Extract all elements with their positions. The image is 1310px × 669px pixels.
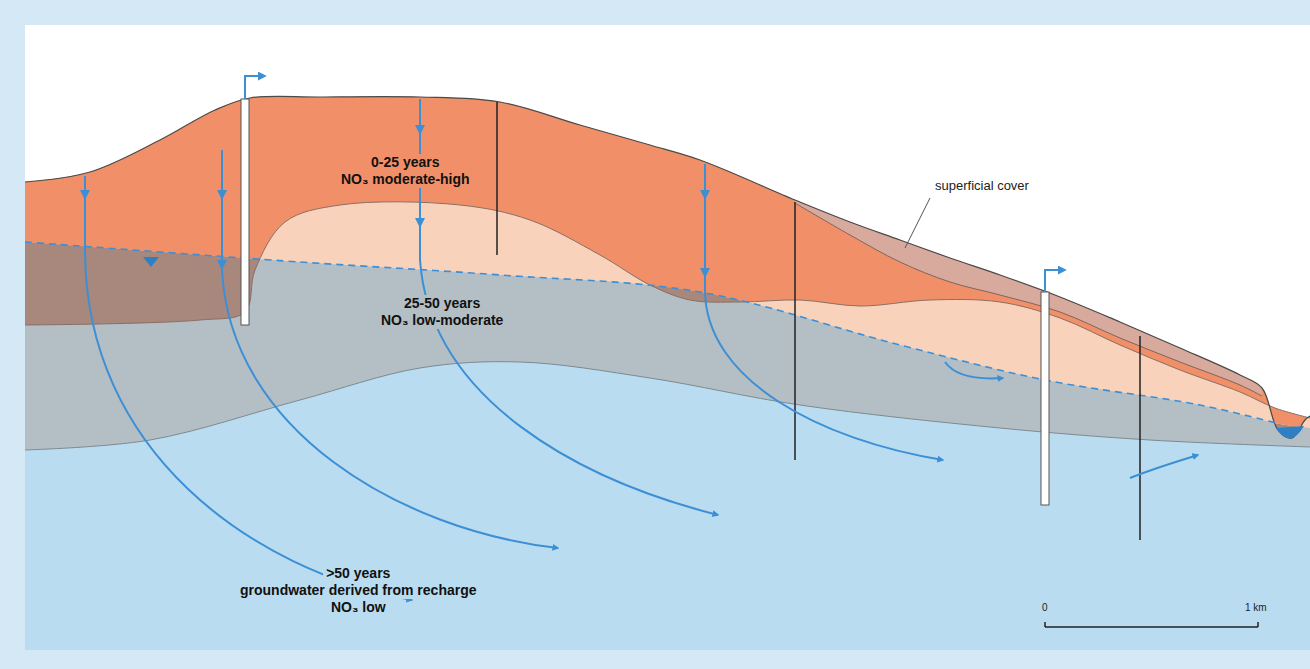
zone-text: 0-25 years [368, 154, 443, 171]
mid-age-unsaturated-zone [25, 96, 1310, 450]
scale-label: 0 [1042, 602, 1048, 613]
young-unsaturated-zone [25, 96, 1310, 438]
scale-bar [1045, 622, 1258, 627]
well-casing [1041, 292, 1049, 505]
flow-arrow [945, 362, 1003, 378]
well-discharge-arrow [1045, 270, 1065, 292]
superficial-cover [795, 200, 1262, 396]
flow-arrow [1130, 455, 1198, 478]
water-table [25, 242, 1280, 424]
sky-panel [25, 25, 1310, 650]
borehole [1139, 336, 1141, 540]
leader-line [905, 198, 930, 248]
zone-label-box: 0-25 yearsNO₃ moderate-high [338, 154, 473, 188]
well-discharge-arrow [245, 76, 265, 99]
cover-boundary [795, 203, 1262, 396]
borehole [794, 202, 796, 460]
zone-label-box: 25-50 yearsNO₃ low-moderate [378, 295, 506, 329]
flow-arrowheads [80, 125, 710, 278]
flow-arrow [222, 150, 558, 548]
zone-label-box: >50 yearsgroundwater derived from rechar… [237, 565, 480, 616]
zone-text: 25-50 years [401, 295, 483, 312]
well-casing [241, 99, 249, 325]
zone-text: NO₃ low-moderate [378, 312, 506, 329]
superficial-cover-saturated [795, 200, 1262, 396]
zone-text: >50 years [323, 565, 393, 582]
zone-text: NO₃ low [328, 599, 389, 616]
zone-label: superficial cover [935, 178, 1029, 193]
ground-surface [25, 96, 1310, 438]
water-table-symbol [143, 257, 159, 267]
zone-text: groundwater derived from recharge [237, 582, 480, 599]
young-saturated-zone [25, 96, 1310, 438]
scale-label: 1 km [1245, 602, 1267, 613]
zone-text: NO₃ moderate-high [338, 171, 473, 188]
river [1276, 426, 1304, 439]
zone-boundary [25, 362, 1310, 450]
borehole [496, 102, 498, 255]
zone-boundary [25, 202, 1310, 418]
old-groundwater-zone [25, 96, 1310, 650]
mid-age-saturated-zone [25, 96, 1310, 450]
flow-arrow [705, 164, 943, 460]
